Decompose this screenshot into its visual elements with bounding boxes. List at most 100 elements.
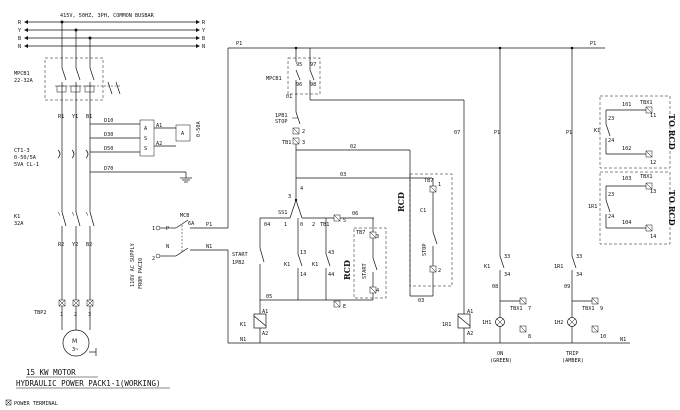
rr1-coil-a1: A1	[467, 309, 473, 315]
power-circuit: MPCB1 22-32A R1 Y1 B1 CT1-3 0-50/5A 5VA …	[14, 20, 202, 357]
r-23: 23	[608, 116, 614, 122]
tb1-e-label: E	[343, 304, 346, 310]
w03b: 03	[418, 298, 424, 304]
remote-contacts: K1 101 102 23 24 TBX1 11 12 TO RCD 1R1 1…	[588, 95, 677, 245]
trip-lamp-id: 1H2	[554, 320, 563, 326]
rail-n1: N1	[240, 337, 246, 343]
r1-label: R1	[58, 114, 64, 120]
pb1-label: 1PB1	[275, 113, 288, 119]
tbx1-11	[645, 106, 653, 114]
ammeter-range: 0-50A	[196, 121, 202, 137]
on-7: 7	[528, 306, 531, 312]
lamp-on-p1: P1	[494, 130, 500, 136]
tb7-label-1: TB7	[356, 230, 365, 236]
motor-sub: 3~	[72, 347, 78, 353]
tb7-1: 1	[438, 182, 441, 188]
rcd-box-2	[409, 173, 453, 287]
r-24b: 24	[608, 214, 614, 220]
tb1-b: 3	[302, 140, 305, 146]
k1-coil-a1: A1	[262, 309, 268, 315]
as-a1: A1	[156, 123, 162, 129]
title-system: HYDRAULIC POWER PACK1-1(WORKING)	[16, 379, 161, 388]
on-tb: TBX1	[510, 306, 523, 312]
tb1-3	[292, 137, 300, 145]
remote-k1: K1	[594, 128, 600, 134]
on-sub: (GREEN)	[490, 358, 512, 364]
as-s: S	[144, 136, 147, 142]
trip-lamp	[567, 317, 577, 327]
rcd-label-2: RCD	[396, 192, 406, 212]
busbar-n-left: N	[18, 44, 21, 50]
y2-label: Y2	[72, 242, 78, 248]
rcd-start: START	[362, 263, 368, 279]
busbar-y-right: Y	[202, 28, 206, 34]
lamp-circuits: P1 K1 33 34 08 1H1 ON (GREEN) TBX1 7 8 P…	[482, 46, 606, 364]
ss-1: 1	[284, 222, 287, 228]
w03: 03	[340, 172, 346, 178]
r-tb1: TBX1	[640, 100, 653, 106]
trip-tb: TBX1	[582, 306, 595, 312]
w06: 06	[352, 211, 358, 217]
b2-label: B2	[86, 242, 92, 248]
trip-10: 10	[600, 334, 606, 340]
power-terminal-3	[86, 299, 94, 307]
lamp-trip-p1: P1	[566, 130, 572, 136]
r-23b: 23	[608, 192, 614, 198]
rr1-coil-a2: A2	[467, 331, 473, 337]
title-motor: 15 KW MOTOR	[26, 368, 76, 377]
r-11: 11	[650, 113, 656, 119]
mcb-label: MCB	[180, 213, 189, 219]
motor-symbol	[62, 329, 90, 357]
tb7-1-terminal	[429, 185, 437, 193]
w02: 02	[350, 144, 356, 150]
ammeter	[175, 124, 191, 142]
ct-va: 5VA CL-1	[14, 162, 39, 168]
y1-label: Y1	[72, 114, 78, 120]
ct-ratio: 0-50/5A	[14, 155, 37, 161]
c1-label: C1	[420, 208, 426, 214]
rail-n1-right: N1	[620, 337, 626, 343]
tb-num-3: 3	[88, 312, 91, 318]
r-13: 13	[650, 189, 656, 195]
tb1-5-num: 5	[343, 218, 346, 224]
supply-section: 110V AC SUPPLY FROM PACI0 MCB 6A P N 1 2…	[130, 213, 228, 289]
busbar-r-right: R	[202, 20, 206, 26]
mpcb1-rating: 22-32A	[14, 78, 34, 84]
legend-terminal-icon	[5, 399, 12, 406]
r-24: 24	[608, 138, 614, 144]
w08: 08	[492, 284, 498, 290]
n96: 96	[296, 82, 302, 88]
lamp-rr1: 1R1	[554, 264, 563, 270]
pb2-label: 1PB2	[232, 260, 245, 266]
supply-source: FROM PACI0	[138, 258, 144, 289]
ss-4: 4	[300, 186, 303, 192]
tbx1-8	[519, 325, 527, 333]
tbx1-12	[645, 150, 653, 158]
to-rcd-1: TO RCD	[667, 114, 677, 150]
k1-44: 44	[328, 272, 334, 278]
rail-p1-right: P1	[590, 41, 596, 47]
to-rcd-2: TO RCD	[667, 190, 677, 226]
on-8: 8	[528, 334, 531, 340]
supply-p1: P1	[206, 222, 212, 228]
ct-label: CT1-3	[14, 148, 30, 154]
w04: 04	[264, 222, 270, 228]
busbar-b-right: B	[202, 36, 205, 42]
busbar-y-left: Y	[18, 28, 22, 34]
tbx1-14	[645, 224, 653, 232]
w103: 103	[622, 176, 631, 182]
supply-c2: 2	[152, 256, 155, 262]
ss1-label: SS1	[278, 210, 287, 216]
tb7-4: 4	[376, 288, 379, 294]
ammeter-switch	[139, 119, 155, 157]
tb-num-1: 1	[60, 312, 63, 318]
on-lamp	[495, 317, 505, 327]
supply-p: P	[166, 226, 169, 232]
pb1-stop: STOP	[275, 119, 288, 125]
rail-p1: P1	[236, 41, 242, 47]
legend-label: POWER TERMINAL	[14, 401, 58, 407]
n95: 95	[296, 62, 302, 68]
lamp-k1-34: 34	[504, 272, 510, 278]
d50-label: D50	[104, 146, 113, 152]
